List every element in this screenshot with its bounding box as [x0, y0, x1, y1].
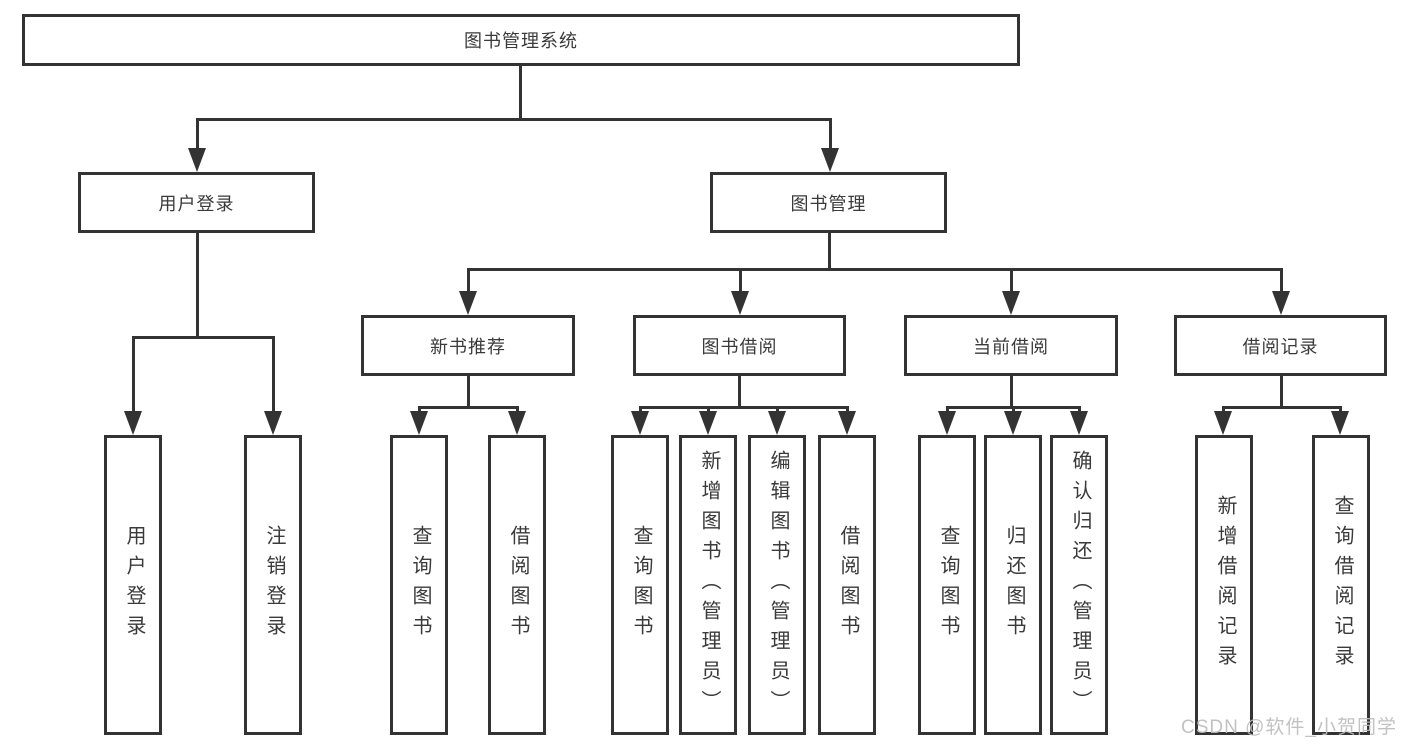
arrowhead-icon — [938, 411, 956, 435]
connector-to-book-borrow — [739, 268, 742, 300]
arrowhead-icon — [768, 411, 786, 435]
node-root: 图书管理系统 — [22, 14, 1020, 66]
arrowhead-icon — [1002, 291, 1020, 315]
leaf-confirm-return-admin: 确认归还（管理员） — [1050, 435, 1108, 735]
node-borrow-records: 借阅记录 — [1174, 315, 1387, 376]
leaf-add-books-admin: 新增图书（管理员） — [679, 435, 737, 735]
connector-to-current-borrow — [1010, 268, 1013, 300]
leaf-query-books-recommend: 查询图书 — [390, 435, 448, 735]
node-book-borrow: 图书借阅 — [633, 315, 846, 376]
connector-book-mgmt-split — [467, 268, 1282, 271]
connector-book-mgmt-stem — [828, 232, 831, 270]
connector-user-login-stem — [196, 232, 199, 338]
leaf-edit-books-admin: 编辑图书（管理员） — [748, 435, 806, 735]
connector-to-borrow-records — [1280, 268, 1283, 300]
connector-records-stem — [1280, 376, 1283, 408]
arrowhead-icon — [731, 291, 749, 315]
leaf-logout: 注销登录 — [244, 435, 302, 735]
arrowhead-icon — [1214, 411, 1232, 435]
node-book-management: 图书管理 — [710, 172, 947, 233]
connector-recommend-split — [418, 406, 519, 409]
arrowhead-icon — [631, 411, 649, 435]
watermark: CSDN @软件_小贺同学 — [1181, 717, 1397, 738]
arrowhead-icon — [508, 411, 526, 435]
arrowhead-icon — [699, 411, 717, 435]
connector-to-leaf-logout — [272, 336, 275, 420]
arrowhead-icon — [188, 148, 206, 172]
arrowhead-icon — [1070, 411, 1088, 435]
connector-to-user-login — [196, 118, 199, 160]
leaf-borrow-books-recommend: 借阅图书 — [488, 435, 546, 735]
arrowhead-icon — [1331, 411, 1349, 435]
arrowhead-icon — [264, 411, 282, 435]
node-user-login: 用户登录 — [78, 172, 315, 233]
connector-borrow-stem — [738, 376, 741, 408]
leaf-query-books-borrow: 查询图书 — [611, 435, 669, 735]
connector-borrow-split — [639, 406, 848, 409]
arrowhead-icon — [838, 411, 856, 435]
leaf-user-login: 用户登录 — [104, 435, 162, 735]
connector-user-login-split — [132, 336, 275, 339]
node-current-borrow: 当前借阅 — [904, 315, 1118, 376]
arrowhead-icon — [410, 411, 428, 435]
connector-records-split — [1222, 406, 1342, 409]
connector-recommend-stem — [467, 376, 470, 408]
arrowhead-icon — [1004, 411, 1022, 435]
arrowhead-icon — [459, 291, 477, 315]
arrowhead-icon — [1272, 291, 1290, 315]
connector-root-split — [196, 118, 831, 121]
leaf-borrow-books-borrow: 借阅图书 — [818, 435, 876, 735]
connector-to-leaf-user-login — [132, 336, 135, 420]
leaf-query-books-current: 查询图书 — [918, 435, 976, 735]
connector-to-book-management — [829, 118, 832, 160]
arrowhead-icon — [821, 148, 839, 172]
leaf-add-borrow-record: 新增借阅记录 — [1195, 435, 1253, 735]
node-new-book-recommend: 新书推荐 — [361, 315, 575, 376]
leaf-query-borrow-record: 查询借阅记录 — [1312, 435, 1370, 735]
arrowhead-icon — [124, 411, 142, 435]
leaf-return-books: 归还图书 — [984, 435, 1042, 735]
connector-to-new-book-recommend — [467, 268, 470, 300]
connector-root-stem — [519, 66, 522, 119]
connector-current-stem — [1010, 376, 1013, 408]
